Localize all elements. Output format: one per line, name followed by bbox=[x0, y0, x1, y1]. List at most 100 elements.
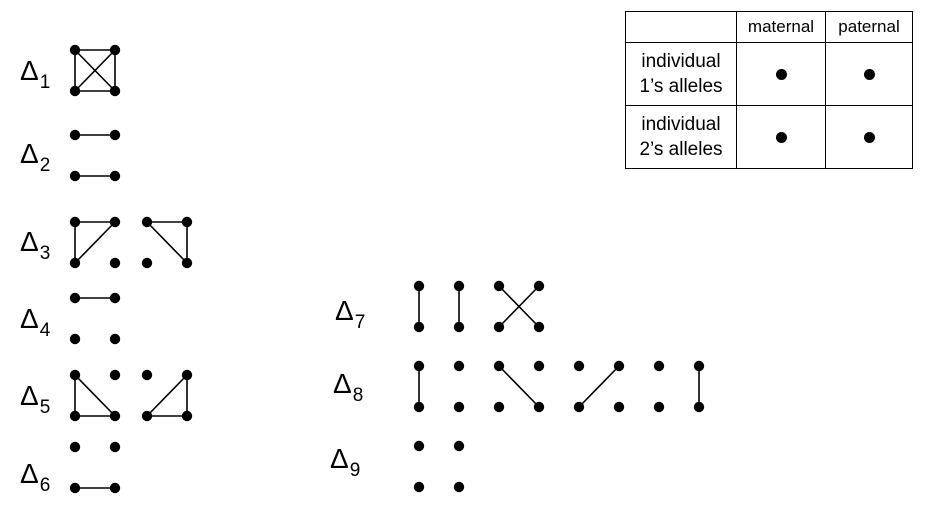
legend-ind1-maternal bbox=[736, 42, 826, 106]
delta-9-label: Δ9 bbox=[330, 443, 361, 481]
delta-8-config-3 bbox=[493, 360, 545, 413]
delta-8-config-4 bbox=[573, 360, 625, 413]
legend-ind2-paternal bbox=[825, 105, 913, 169]
allele-dot bbox=[453, 440, 465, 452]
allele-dot bbox=[109, 257, 121, 269]
allele-dot bbox=[613, 360, 625, 372]
legend-col-paternal: paternal bbox=[825, 11, 913, 43]
delta-1-config-1 bbox=[69, 44, 121, 97]
allele-dot bbox=[775, 68, 787, 80]
allele-dot bbox=[109, 482, 121, 494]
allele-dot bbox=[493, 280, 505, 292]
delta-2-config-1 bbox=[69, 129, 121, 182]
delta-7-config-2 bbox=[453, 280, 465, 333]
allele-dot bbox=[181, 257, 193, 269]
allele-dot bbox=[69, 129, 81, 141]
legend-row-individual-2: individual 2’s alleles bbox=[625, 105, 737, 169]
allele-dot bbox=[141, 369, 153, 381]
identity-link bbox=[146, 374, 188, 417]
allele-dot bbox=[863, 131, 875, 143]
allele-dot bbox=[181, 369, 193, 381]
allele-dot bbox=[533, 401, 545, 413]
allele-dot bbox=[453, 280, 465, 292]
allele-dot bbox=[109, 170, 121, 182]
allele-dot bbox=[453, 401, 465, 413]
allele-dot bbox=[109, 129, 121, 141]
legend-ind1-paternal bbox=[825, 42, 913, 106]
allele-dot bbox=[653, 360, 665, 372]
allele-dot bbox=[141, 257, 153, 269]
allele-legend-table: maternal paternal individual 1’s alleles… bbox=[625, 11, 913, 169]
allele-dot bbox=[693, 401, 705, 413]
delta-8-config-6 bbox=[653, 360, 705, 413]
identity-link bbox=[578, 365, 620, 408]
delta-4-label: Δ4 bbox=[20, 303, 51, 341]
identity-link bbox=[146, 221, 188, 264]
allele-dot bbox=[533, 360, 545, 372]
allele-dot bbox=[453, 321, 465, 333]
allele-dot bbox=[413, 360, 425, 372]
allele-dot bbox=[493, 401, 505, 413]
delta-3-label: Δ3 bbox=[20, 226, 51, 264]
allele-dot bbox=[863, 68, 875, 80]
delta-7-config-1 bbox=[413, 280, 425, 333]
delta-5-config-2 bbox=[141, 369, 193, 422]
delta-2-label: Δ2 bbox=[20, 138, 51, 176]
allele-dot bbox=[109, 85, 121, 97]
allele-dot bbox=[69, 369, 81, 381]
allele-dot bbox=[69, 44, 81, 56]
legend-ind2-maternal bbox=[736, 105, 826, 169]
delta-8-label: Δ8 bbox=[333, 368, 364, 406]
allele-dot bbox=[181, 410, 193, 422]
allele-dot bbox=[69, 216, 81, 228]
identity-link bbox=[74, 374, 116, 417]
delta-4-config-1 bbox=[69, 292, 121, 345]
identity-link bbox=[74, 221, 116, 264]
allele-dot bbox=[413, 440, 425, 452]
allele-dot bbox=[413, 321, 425, 333]
allele-dot bbox=[493, 360, 505, 372]
allele-dot bbox=[413, 401, 425, 413]
delta-6-config-1 bbox=[69, 441, 121, 494]
allele-dot bbox=[69, 292, 81, 304]
allele-dot bbox=[413, 280, 425, 292]
allele-dot bbox=[109, 441, 121, 453]
allele-dot bbox=[109, 410, 121, 422]
allele-dot bbox=[69, 170, 81, 182]
allele-dot bbox=[533, 321, 545, 333]
allele-dot bbox=[69, 410, 81, 422]
allele-dot bbox=[775, 131, 787, 143]
delta-5-config-1 bbox=[69, 369, 121, 422]
allele-dot bbox=[109, 333, 121, 345]
delta-7-label: Δ7 bbox=[335, 295, 366, 333]
identity-link bbox=[498, 365, 540, 408]
allele-dot bbox=[413, 481, 425, 493]
allele-dot bbox=[181, 216, 193, 228]
allele-dot bbox=[533, 280, 545, 292]
allele-dot bbox=[69, 257, 81, 269]
identity-link bbox=[498, 285, 540, 328]
allele-dot bbox=[573, 360, 585, 372]
allele-dot bbox=[613, 401, 625, 413]
delta-7-config-3 bbox=[493, 280, 545, 333]
delta-5-label: Δ5 bbox=[20, 380, 51, 418]
legend-row-individual-1: individual 1’s alleles bbox=[625, 42, 737, 106]
allele-dot bbox=[109, 292, 121, 304]
delta-1-label: Δ1 bbox=[20, 55, 51, 93]
allele-dot bbox=[493, 321, 505, 333]
delta-6-label: Δ6 bbox=[20, 458, 51, 496]
allele-dot bbox=[69, 441, 81, 453]
allele-dot bbox=[109, 369, 121, 381]
identity-link bbox=[74, 49, 116, 92]
allele-dot bbox=[653, 401, 665, 413]
allele-dot bbox=[141, 216, 153, 228]
legend-col-maternal: maternal bbox=[736, 11, 826, 43]
allele-dot bbox=[69, 85, 81, 97]
allele-dot bbox=[141, 410, 153, 422]
allele-dot bbox=[109, 44, 121, 56]
allele-dot bbox=[453, 481, 465, 493]
allele-dot bbox=[69, 333, 81, 345]
allele-dot bbox=[109, 216, 121, 228]
allele-dot bbox=[573, 401, 585, 413]
